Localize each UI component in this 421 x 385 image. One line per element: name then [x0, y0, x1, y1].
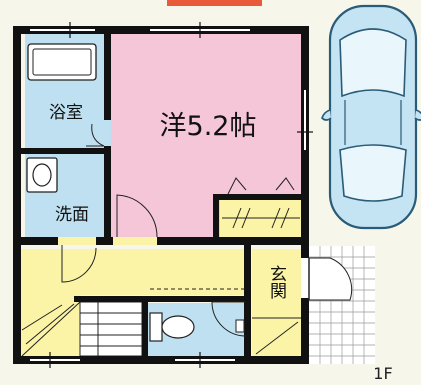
bathtub-inner [32, 48, 92, 76]
window-marks [49, 22, 313, 368]
closet-marks [222, 177, 300, 229]
top-tab-marker [167, 0, 262, 6]
entrance-diag [255, 321, 299, 355]
porch [308, 246, 375, 364]
washroom-label: 洗面 [55, 205, 89, 225]
washbasin [26, 157, 58, 193]
washbasin-bowl [32, 163, 52, 187]
hallway-floor [19, 249, 245, 295]
bath-door-swing [86, 123, 105, 147]
wash-door-swing [61, 245, 97, 283]
bathtub [27, 43, 97, 81]
toilet-tank [149, 312, 163, 342]
door-gap-wash [58, 237, 96, 245]
door-gap-western [113, 237, 157, 245]
western-room-label: 洋5.2帖 [160, 111, 257, 142]
toilet-door-swing [211, 301, 247, 337]
western-door-swing [116, 194, 158, 238]
floor-label: 1F [373, 364, 392, 383]
door-gap-bath [104, 120, 111, 146]
door-gap-entrance [301, 258, 309, 298]
bathroom-label: 浴室 [49, 103, 83, 123]
entrance-label: 玄関 [266, 265, 286, 299]
toilet-washbasin [235, 319, 245, 333]
parked-car-icon [321, 4, 421, 230]
toilet-bowl [161, 315, 195, 339]
